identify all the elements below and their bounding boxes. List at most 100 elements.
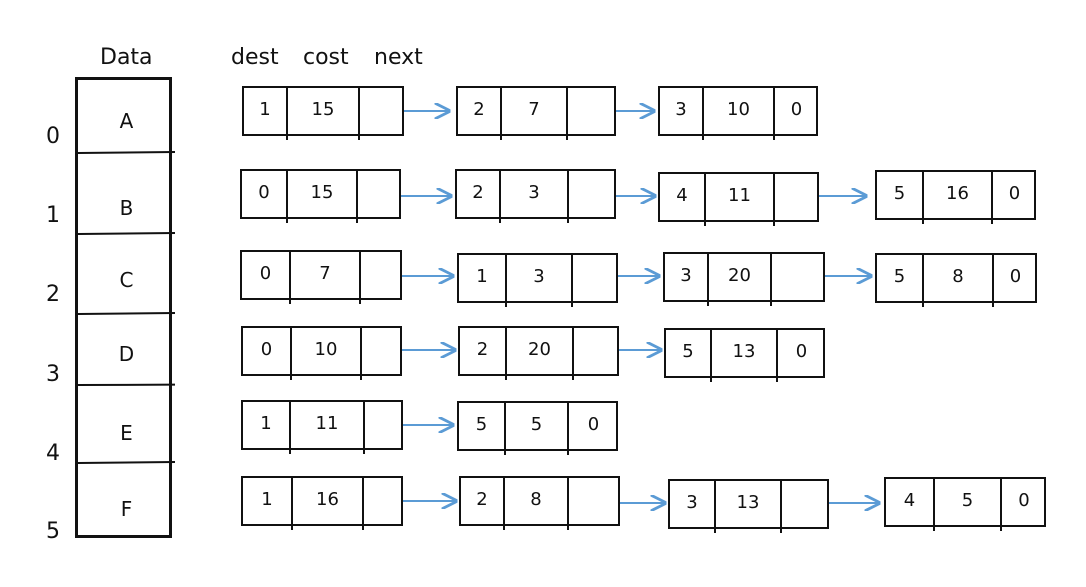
node-separator <box>773 172 775 226</box>
header-dest: dest <box>231 45 279 70</box>
node-dest: 4 <box>676 185 688 206</box>
node-separator <box>714 479 716 533</box>
node-dest: 1 <box>260 413 272 434</box>
node-separator <box>572 326 574 380</box>
node-cost: 15 <box>310 182 334 203</box>
node-dest: 0 <box>260 339 273 360</box>
node-cost: 8 <box>530 489 542 510</box>
node-cost: 7 <box>319 263 331 284</box>
node-dest: 5 <box>682 341 694 362</box>
node-next: 0 <box>1009 266 1022 287</box>
node-separator <box>289 400 291 454</box>
node-dest: 3 <box>686 492 698 513</box>
node-separator <box>358 86 360 140</box>
node-separator <box>567 401 569 455</box>
node-dest: 5 <box>893 183 906 204</box>
header-cost: cost <box>303 45 349 70</box>
node-separator <box>500 86 502 140</box>
row-3-node-0: 0 10 <box>241 326 402 380</box>
node-separator <box>780 479 782 533</box>
row-3-node-2: 5 13 0 <box>664 328 825 382</box>
node-separator <box>773 86 775 140</box>
row-4-node-0: 1 11 <box>241 400 403 454</box>
node-next: 0 <box>1008 183 1021 204</box>
node-cost: 16 <box>946 183 969 204</box>
row-2-node-1: 1 3 <box>457 253 618 307</box>
header-data: Data <box>100 45 153 70</box>
node-separator <box>290 326 292 380</box>
node-cost: 5 <box>961 490 974 511</box>
node-dest: 2 <box>472 182 484 203</box>
node-separator <box>992 253 994 307</box>
node-dest: 5 <box>893 266 906 287</box>
node-separator <box>289 250 291 304</box>
node-separator <box>362 476 364 530</box>
row-2-node-3: 5 8 0 <box>875 253 1037 307</box>
node-separator <box>707 252 709 306</box>
node-separator <box>933 477 935 531</box>
node-separator <box>286 169 288 223</box>
node-separator <box>566 86 568 140</box>
node-separator <box>710 328 712 382</box>
row-0-node-1: 2 7 <box>456 86 616 140</box>
node-separator <box>286 86 288 140</box>
node-cost: 10 <box>314 339 338 360</box>
node-next: 0 <box>1018 490 1030 511</box>
node-cost: 3 <box>533 266 545 287</box>
row-0-node-0: 1 15 <box>242 86 404 140</box>
row-1-node-2: 4 11 <box>658 172 819 226</box>
header-next: next <box>374 45 423 70</box>
node-cost: 13 <box>736 492 760 513</box>
row-index-2: 2 <box>46 282 60 307</box>
node-separator <box>567 169 569 223</box>
node-cost: 5 <box>530 414 543 435</box>
node-separator <box>499 169 501 223</box>
node-dest: 1 <box>259 99 271 120</box>
row-5-node-1: 2 8 <box>459 476 620 530</box>
row-index-3: 3 <box>46 362 60 387</box>
node-separator <box>1000 477 1002 531</box>
node-separator <box>991 170 993 224</box>
node-separator <box>567 476 569 530</box>
node-cost: 20 <box>728 265 751 286</box>
node-dest: 4 <box>903 490 916 511</box>
row-5-node-3: 4 5 0 <box>884 477 1046 531</box>
node-next: 0 <box>587 414 600 435</box>
node-separator <box>503 476 505 530</box>
row-2-node-2: 3 20 <box>663 252 825 306</box>
node-dest: 1 <box>261 489 273 510</box>
node-dest: 3 <box>675 99 687 120</box>
node-separator <box>363 400 365 454</box>
node-cost: 20 <box>528 339 551 360</box>
node-dest: 5 <box>475 414 488 435</box>
row-1-node-1: 2 3 <box>455 169 616 223</box>
node-dest: 2 <box>473 99 485 120</box>
node-separator <box>922 253 924 307</box>
row-5-node-0: 1 16 <box>241 476 403 530</box>
row-1-node-3: 5 16 0 <box>875 170 1036 224</box>
node-cost: 15 <box>311 99 335 120</box>
vertex-label-d: D <box>118 342 135 366</box>
node-dest: 0 <box>258 182 270 203</box>
vertex-label-b: B <box>119 196 134 220</box>
row-index-4: 4 <box>46 441 60 466</box>
node-next: 0 <box>795 341 808 362</box>
node-separator <box>504 401 506 455</box>
node-separator <box>704 172 706 226</box>
node-separator <box>360 326 362 380</box>
node-separator <box>505 253 507 307</box>
row-3-node-1: 2 20 <box>458 326 619 380</box>
vertex-array: A B C D E F <box>75 77 176 538</box>
vertex-label-f: F <box>120 497 133 521</box>
node-dest: 1 <box>476 266 488 287</box>
node-separator <box>571 253 573 307</box>
node-cost: 8 <box>952 266 964 287</box>
node-separator <box>505 326 507 380</box>
node-cost: 16 <box>316 489 339 510</box>
node-separator <box>356 169 358 223</box>
row-index-5: 5 <box>46 519 60 544</box>
node-separator <box>702 86 704 140</box>
node-dest: 3 <box>680 265 692 286</box>
